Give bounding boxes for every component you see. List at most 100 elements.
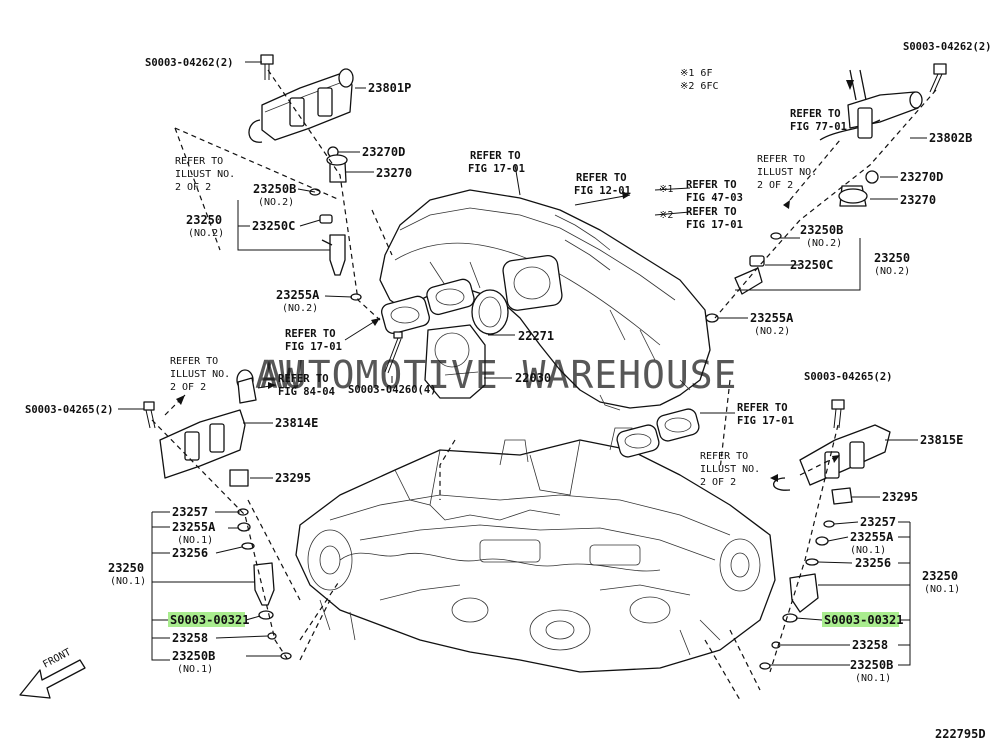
label-s0003-00321-right[interactable]: S0003-00321 [824, 613, 903, 627]
highlight-s0003-00321-right [822, 612, 899, 627]
label-23255a-no1-left: 23255A [172, 520, 216, 534]
label-23255a-no1-right: 23255A [850, 530, 894, 544]
watermark-prefix: AW [255, 353, 303, 397]
label-refer-illust-rr-1: REFER TO [700, 451, 748, 462]
label-23250c-left: 23250C [252, 219, 295, 233]
label-s0003-04260: S0003-04260(4) [348, 384, 437, 396]
label-note2-mark: ※2 [659, 210, 673, 221]
label-23270d-right: 23270D [900, 170, 943, 184]
label-s0003-00321-left[interactable]: S0003-00321 [170, 613, 249, 627]
label-23257-right: 23257 [860, 515, 896, 529]
manifold-gasket-right [616, 408, 700, 458]
arrow-heads [176, 80, 854, 482]
label-ref-1701-b2: FIG 17-01 [468, 163, 525, 175]
label-s0003-04265-left: S0003-04265(2) [25, 404, 114, 416]
label-refer-illust-rr-3: 2 OF 2 [700, 477, 736, 488]
label-23802b: 23802B [929, 131, 972, 145]
fuel-rail-right [819, 69, 923, 141]
label-refer-illust-mid-1: REFER TO [170, 356, 218, 367]
injector-right-upper [705, 170, 879, 323]
label-no2-e: (NO.2) [874, 266, 910, 277]
label-refer-illust-left-3: 2 OF 2 [175, 182, 211, 193]
label-23250-no1-left: 23250 [108, 561, 144, 575]
label-s0003-04262-left: S0003-04262(2) [145, 57, 234, 69]
leader-lines [118, 61, 927, 666]
label-23270-left: 23270 [376, 166, 412, 180]
highlight-s0003-00321-left [168, 612, 245, 627]
label-refer-illust-left-1: REFER TO [175, 156, 223, 167]
label-23258-left: 23258 [172, 631, 208, 645]
label-ref-7701-2: FIG 77-01 [790, 121, 847, 133]
label-refer-illust-mid-2: ILLUST NO. [170, 369, 230, 380]
label-ref-1201-2: FIG 12-01 [574, 185, 631, 197]
label-no1-b: (NO.1) [110, 576, 146, 587]
label-23250-no1-right: 23250 [922, 569, 958, 583]
label-refer-illust-right-3: 2 OF 2 [757, 180, 793, 191]
label-note-6fc: ※2 6FC [680, 81, 718, 92]
label-23258-right: 23258 [852, 638, 888, 652]
assembly-dashed-lines [151, 69, 937, 701]
label-refer-illust-rr-2: ILLUST NO. [700, 464, 760, 475]
manifold-gasket-left [381, 278, 475, 335]
label-no1-e: (NO.1) [924, 584, 960, 595]
bolt-04265-right [831, 399, 845, 429]
label-ref-1701-c2: FIG 17-01 [686, 219, 743, 231]
label-ref-1701-c1: REFER TO [686, 206, 737, 218]
label-no2-a: (NO.2) [258, 197, 294, 208]
label-no1-c: (NO.1) [177, 664, 213, 675]
label-23256-right: 23256 [855, 556, 891, 570]
label-ref-1201-1: REFER TO [576, 172, 627, 184]
label-23295-right: 23295 [882, 490, 918, 504]
bolt-04262-right [929, 63, 947, 93]
label-23256-left: 23256 [172, 546, 208, 560]
clip-23295-left [229, 469, 249, 487]
label-23270-right: 23270 [900, 193, 936, 207]
label-ref-1701-a1: REFER TO [285, 328, 336, 340]
fuel-rail-lower-left [159, 369, 257, 479]
label-ref-1701-b1: REFER TO [470, 150, 521, 162]
label-22271: 22271 [518, 329, 554, 343]
label-23250c-right: 23250C [790, 258, 833, 272]
label-ref-1701-d1: REFER TO [737, 402, 788, 414]
label-ref-4703-1: REFER TO [686, 179, 737, 191]
part-labels: S0003-04262(2) 23801P 23270D 23270 REFER… [25, 41, 992, 741]
label-23814e: 23814E [275, 416, 318, 430]
label-23255a-no2-right: 23255A [750, 311, 794, 325]
watermark-text: AUTOMOTIVE WAREHOUSE [260, 353, 738, 397]
label-no1-f: (NO.1) [855, 673, 891, 684]
label-no2-f: (NO.2) [754, 326, 790, 337]
front-arrow-icon [19, 659, 86, 699]
label-ref-4703-2: FIG 47-03 [686, 192, 743, 204]
label-23801p: 23801P [368, 81, 411, 95]
fuel-rail-left [248, 68, 354, 143]
label-23257-left: 23257 [172, 505, 208, 519]
label-22030: 22030 [515, 371, 551, 385]
fuel-rail-lower-right [772, 424, 891, 491]
label-ref-8404-1: REFER TO [278, 373, 329, 385]
label-s0003-04262-right: S0003-04262(2) [903, 41, 992, 53]
label-refer-illust-right-1: REFER TO [757, 154, 805, 165]
label-ref-8404-2: FIG 84-04 [278, 386, 335, 398]
bolt-04260 [384, 331, 403, 374]
label-note-6f: ※1 6F [680, 68, 712, 79]
label-23250b-no1-right: 23250B [850, 658, 893, 672]
label-no2-b: (NO.2) [188, 228, 224, 239]
label-ref-7701-1: REFER TO [790, 108, 841, 120]
label-23250b-no2-left: 23250B [253, 182, 296, 196]
label-23270d-left: 23270D [362, 145, 405, 159]
throttle-body [424, 289, 509, 399]
injector-right-lower [759, 520, 835, 670]
label-ref-1701-a2: FIG 17-01 [285, 341, 342, 353]
label-no1-d: (NO.1) [850, 545, 886, 556]
label-diagram-id: 222795D [935, 727, 986, 741]
label-ref-1701-d2: FIG 17-01 [737, 415, 794, 427]
label-23815e: 23815E [920, 433, 963, 447]
injector-left-upper [309, 146, 362, 301]
label-23250b-no2-right: 23250B [800, 223, 843, 237]
label-no1-a: (NO.1) [177, 535, 213, 546]
label-note1-mark: ※1 [659, 184, 673, 195]
label-23255a-no2-left: 23255A [276, 288, 320, 302]
engine-block [295, 427, 776, 673]
bolt-04262-left [260, 54, 274, 80]
